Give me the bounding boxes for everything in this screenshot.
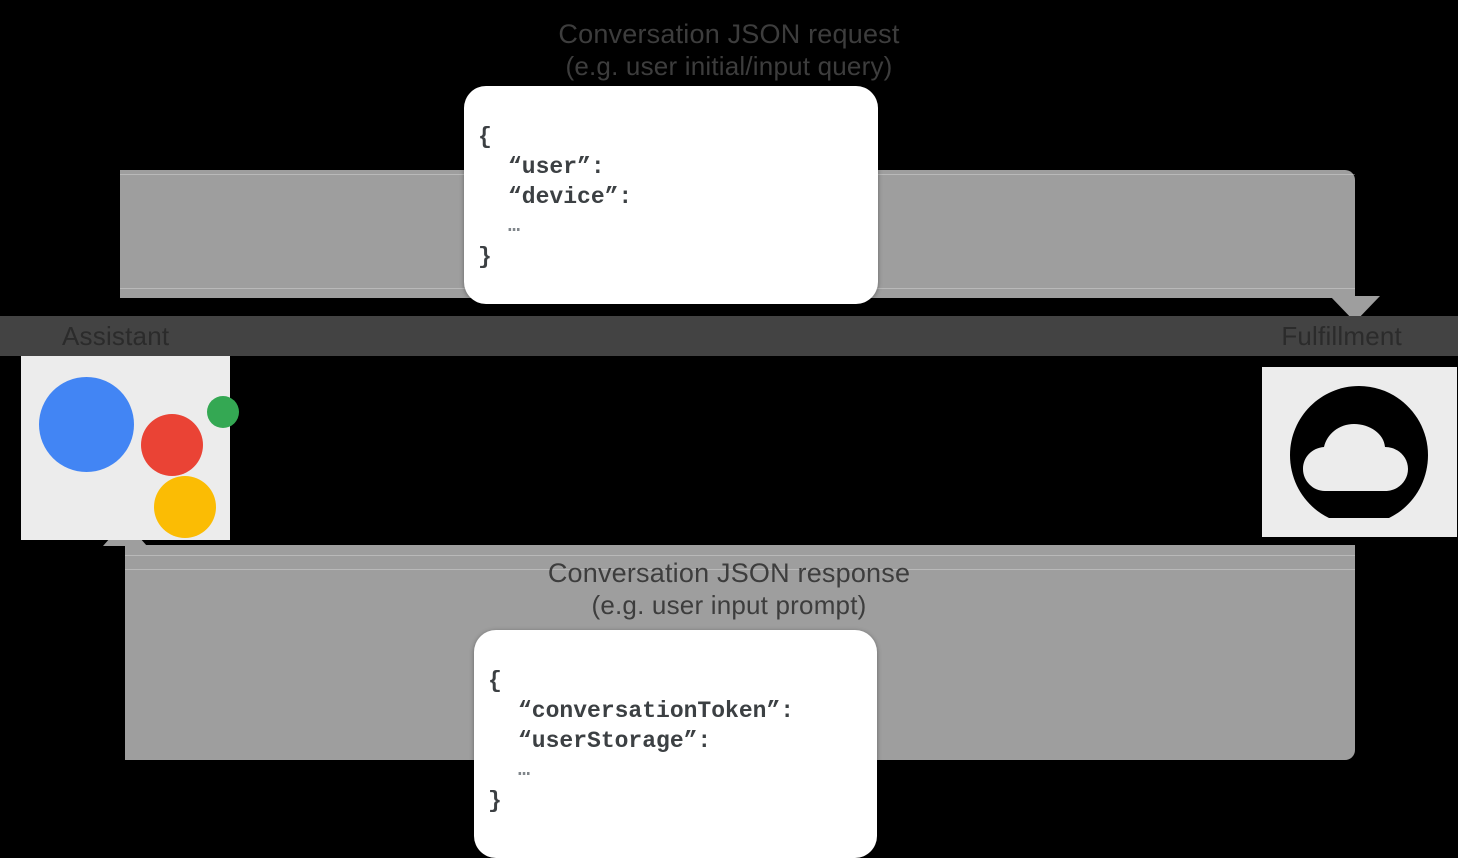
node-row-divider	[0, 316, 1458, 356]
request-caption-title: Conversation JSON request	[558, 19, 900, 49]
assistant-blue-dot-icon	[39, 377, 134, 472]
json-line: }	[488, 788, 502, 814]
assistant-red-dot-icon	[141, 414, 203, 476]
json-line: …	[518, 759, 533, 782]
json-line: “user”:	[508, 154, 605, 180]
google-assistant-icon	[21, 356, 239, 540]
cloud-glyph-icon	[1290, 386, 1428, 518]
response-json-card: { “conversationToken”: “userStorage”: … …	[474, 630, 877, 858]
json-line: “conversationToken”:	[518, 698, 795, 724]
cloud-icon	[1262, 367, 1457, 537]
json-line: “device”:	[508, 184, 633, 210]
json-line: “userStorage”:	[518, 728, 712, 754]
fulfillment-node-label: Fulfillment	[1281, 321, 1402, 351]
json-line: …	[508, 215, 523, 238]
request-flow-caption: Conversation JSON request (e.g. user ini…	[0, 18, 1458, 82]
json-line: {	[488, 668, 502, 694]
json-line: }	[478, 244, 492, 270]
request-json-card: { “user”: “device”: … }	[464, 86, 878, 304]
arrow-hairline	[125, 555, 1355, 556]
assistant-green-dot-icon	[207, 396, 239, 428]
request-caption-subtitle: (e.g. user initial/input query)	[565, 51, 893, 81]
assistant-node-label: Assistant	[62, 321, 170, 351]
arrow-hairline	[125, 569, 1355, 570]
assistant-yellow-dot-icon	[154, 476, 216, 538]
json-line: {	[478, 124, 492, 150]
